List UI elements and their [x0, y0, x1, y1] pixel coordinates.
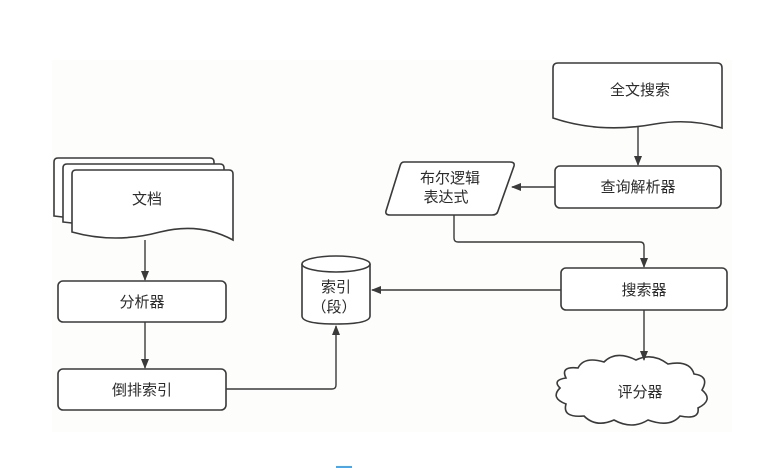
scorer-label: 评分器: [617, 383, 662, 401]
node-documents: 文档: [53, 157, 234, 242]
node-index-segment: 索引 （段）: [301, 255, 371, 325]
node-boolean-expression: 布尔逻辑 表达式: [385, 161, 515, 216]
full-text-search-label: 全文搜索: [610, 81, 670, 99]
analyzer-label: 分析器: [119, 293, 164, 311]
node-scorer: 评分器: [555, 354, 708, 426]
node-searcher: 搜索器: [560, 267, 728, 311]
full-text-search-sheet: [552, 62, 723, 130]
edge-inverted-index-to-index: [226, 325, 340, 390]
searcher-label: 搜索器: [621, 281, 666, 299]
boolean-expression-label-line1: 布尔逻辑: [420, 169, 480, 187]
index-segment-label-line2: （段）: [311, 298, 356, 316]
index-cylinder-top: [301, 255, 371, 273]
documents-label: 文档: [132, 190, 162, 208]
boolean-expression-shape: [385, 161, 515, 216]
edge-boolean-expression-to-searcher: [453, 215, 648, 268]
boolean-expression-label-line2: 表达式: [423, 188, 468, 206]
index-segment-label-line1: 索引: [321, 278, 351, 296]
node-inverted-index: 倒排索引: [57, 368, 227, 411]
analyzer-box: [57, 280, 227, 323]
index-cylinder-body: [301, 264, 371, 325]
node-analyzer: 分析器: [57, 280, 227, 323]
node-full-text-search: 全文搜索: [552, 62, 723, 130]
node-query-parser: 查询解析器: [554, 165, 722, 209]
query-parser-label: 查询解析器: [600, 178, 675, 196]
accent-mark: [336, 466, 352, 468]
scorer-cloud: [555, 354, 708, 426]
document-sheet-front: [71, 169, 234, 242]
inverted-index-label: 倒排索引: [112, 381, 172, 399]
